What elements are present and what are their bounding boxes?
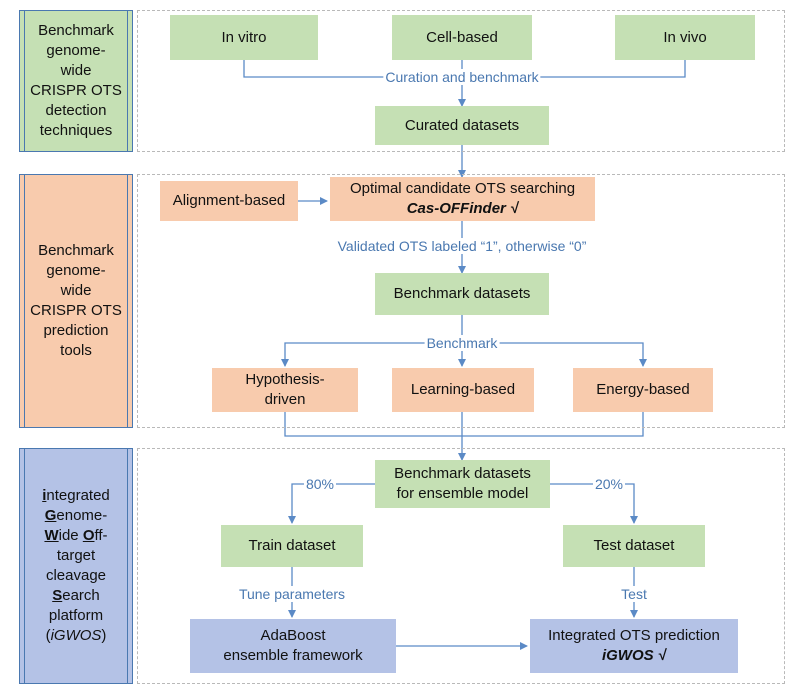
node-test-dataset: Test dataset: [563, 525, 705, 567]
edge-label-curation: Curation and benchmark: [383, 69, 541, 85]
edge-label-80: 80%: [303, 476, 337, 492]
node-integrated-ots-prediction: Integrated OTS prediction iGWOS √: [530, 619, 738, 673]
edge-label-test: Test: [619, 586, 649, 602]
node-text: In vitro: [221, 28, 267, 46]
node-text: Cell-based: [426, 28, 498, 46]
section-line: tools: [60, 342, 92, 359]
section-line: wide: [60, 282, 92, 299]
section-line: cleavage: [45, 567, 107, 584]
section-line: Search: [52, 587, 100, 604]
edge-merge-left: [284, 412, 462, 437]
section-line: platform: [48, 607, 104, 624]
section-line: CRISPR OTS: [30, 302, 122, 319]
section-line: genome-: [46, 42, 106, 59]
node-text-tool: iGWOS √: [601, 647, 667, 664]
section-label-prediction: Benchmark genome- wide CRISPR OTS predic…: [19, 174, 133, 428]
section-line: Genome-: [44, 507, 108, 524]
node-text: Benchmark datasets: [394, 465, 531, 482]
node-text: Alignment-based: [172, 192, 286, 209]
node-text: ensemble framework: [223, 647, 363, 664]
node-text: Test dataset: [593, 537, 675, 554]
node-text: Learning-based: [410, 381, 516, 398]
section-line: techniques: [39, 122, 113, 139]
node-ensemble-datasets: Benchmark datasets for ensemble model: [375, 460, 550, 508]
edge-label-benchmark: Benchmark: [424, 335, 500, 351]
edge-ensemble-train: [288, 483, 375, 524]
section-line: CRISPR OTS: [30, 82, 122, 99]
node-text: for ensemble model: [396, 485, 529, 502]
section-line: (iGWOS): [45, 627, 107, 644]
node-benchmark-datasets: Benchmark datasets: [375, 273, 549, 315]
node-text: Hypothesis-: [245, 371, 325, 388]
node-curated-datasets: Curated datasets: [375, 106, 549, 145]
node-text: Benchmark datasets: [393, 285, 531, 302]
section-label-detection: Benchmark genome- wide CRISPR OTS detect…: [19, 10, 133, 152]
node-text: Energy-based: [596, 381, 690, 398]
edge-label-tune: Tune parameters: [236, 586, 348, 602]
node-text: Curated datasets: [404, 116, 520, 134]
node-train-dataset: Train dataset: [221, 525, 363, 567]
node-learning-based: Learning-based: [392, 368, 534, 412]
panel-igwos: [137, 448, 785, 684]
section-label-igwos: integrated Genome- Wide Off- target clea…: [19, 448, 133, 684]
edge-split-right: [462, 342, 647, 367]
section-line: prediction: [43, 322, 109, 339]
node-cell-based: Cell-based: [392, 15, 532, 60]
node-text-tool: Cas-OFFinder √: [406, 200, 519, 217]
edge-label-validated: Validated OTS labeled “1”, otherwise “0”: [335, 238, 589, 254]
node-optimal-ots-searching: Optimal candidate OTS searching Cas-OFFi…: [330, 177, 595, 221]
node-adaboost: AdaBoost ensemble framework: [190, 619, 396, 673]
node-text: driven: [264, 391, 306, 408]
panel-detection: [137, 10, 785, 152]
node-alignment-based: Alignment-based: [160, 181, 298, 221]
node-text: Optimal candidate OTS searching: [349, 180, 576, 197]
section-line: Benchmark: [38, 22, 114, 39]
node-in-vivo: In vivo: [615, 15, 755, 60]
edge-split-left: [281, 342, 462, 367]
panel-prediction: [137, 174, 785, 428]
node-text: AdaBoost: [260, 627, 326, 644]
section-line: target: [56, 547, 96, 564]
section-line: integrated: [42, 487, 110, 504]
section-line: wide: [60, 62, 92, 79]
node-energy-based: Energy-based: [573, 368, 713, 412]
edge-merge-right: [462, 412, 644, 437]
section-line: detection: [45, 102, 107, 119]
node-text: In vivo: [663, 28, 707, 46]
section-line: Benchmark: [38, 242, 114, 259]
node-in-vitro: In vitro: [170, 15, 318, 60]
edge-ensemble-test: [550, 483, 638, 524]
node-text: Train dataset: [248, 537, 336, 554]
node-hypothesis-driven: Hypothesis- driven: [212, 368, 358, 412]
section-line: Wide Off-: [44, 527, 108, 544]
section-line: genome-: [46, 262, 106, 279]
edge-label-20: 20%: [592, 476, 626, 492]
node-text: Integrated OTS prediction: [548, 627, 720, 644]
